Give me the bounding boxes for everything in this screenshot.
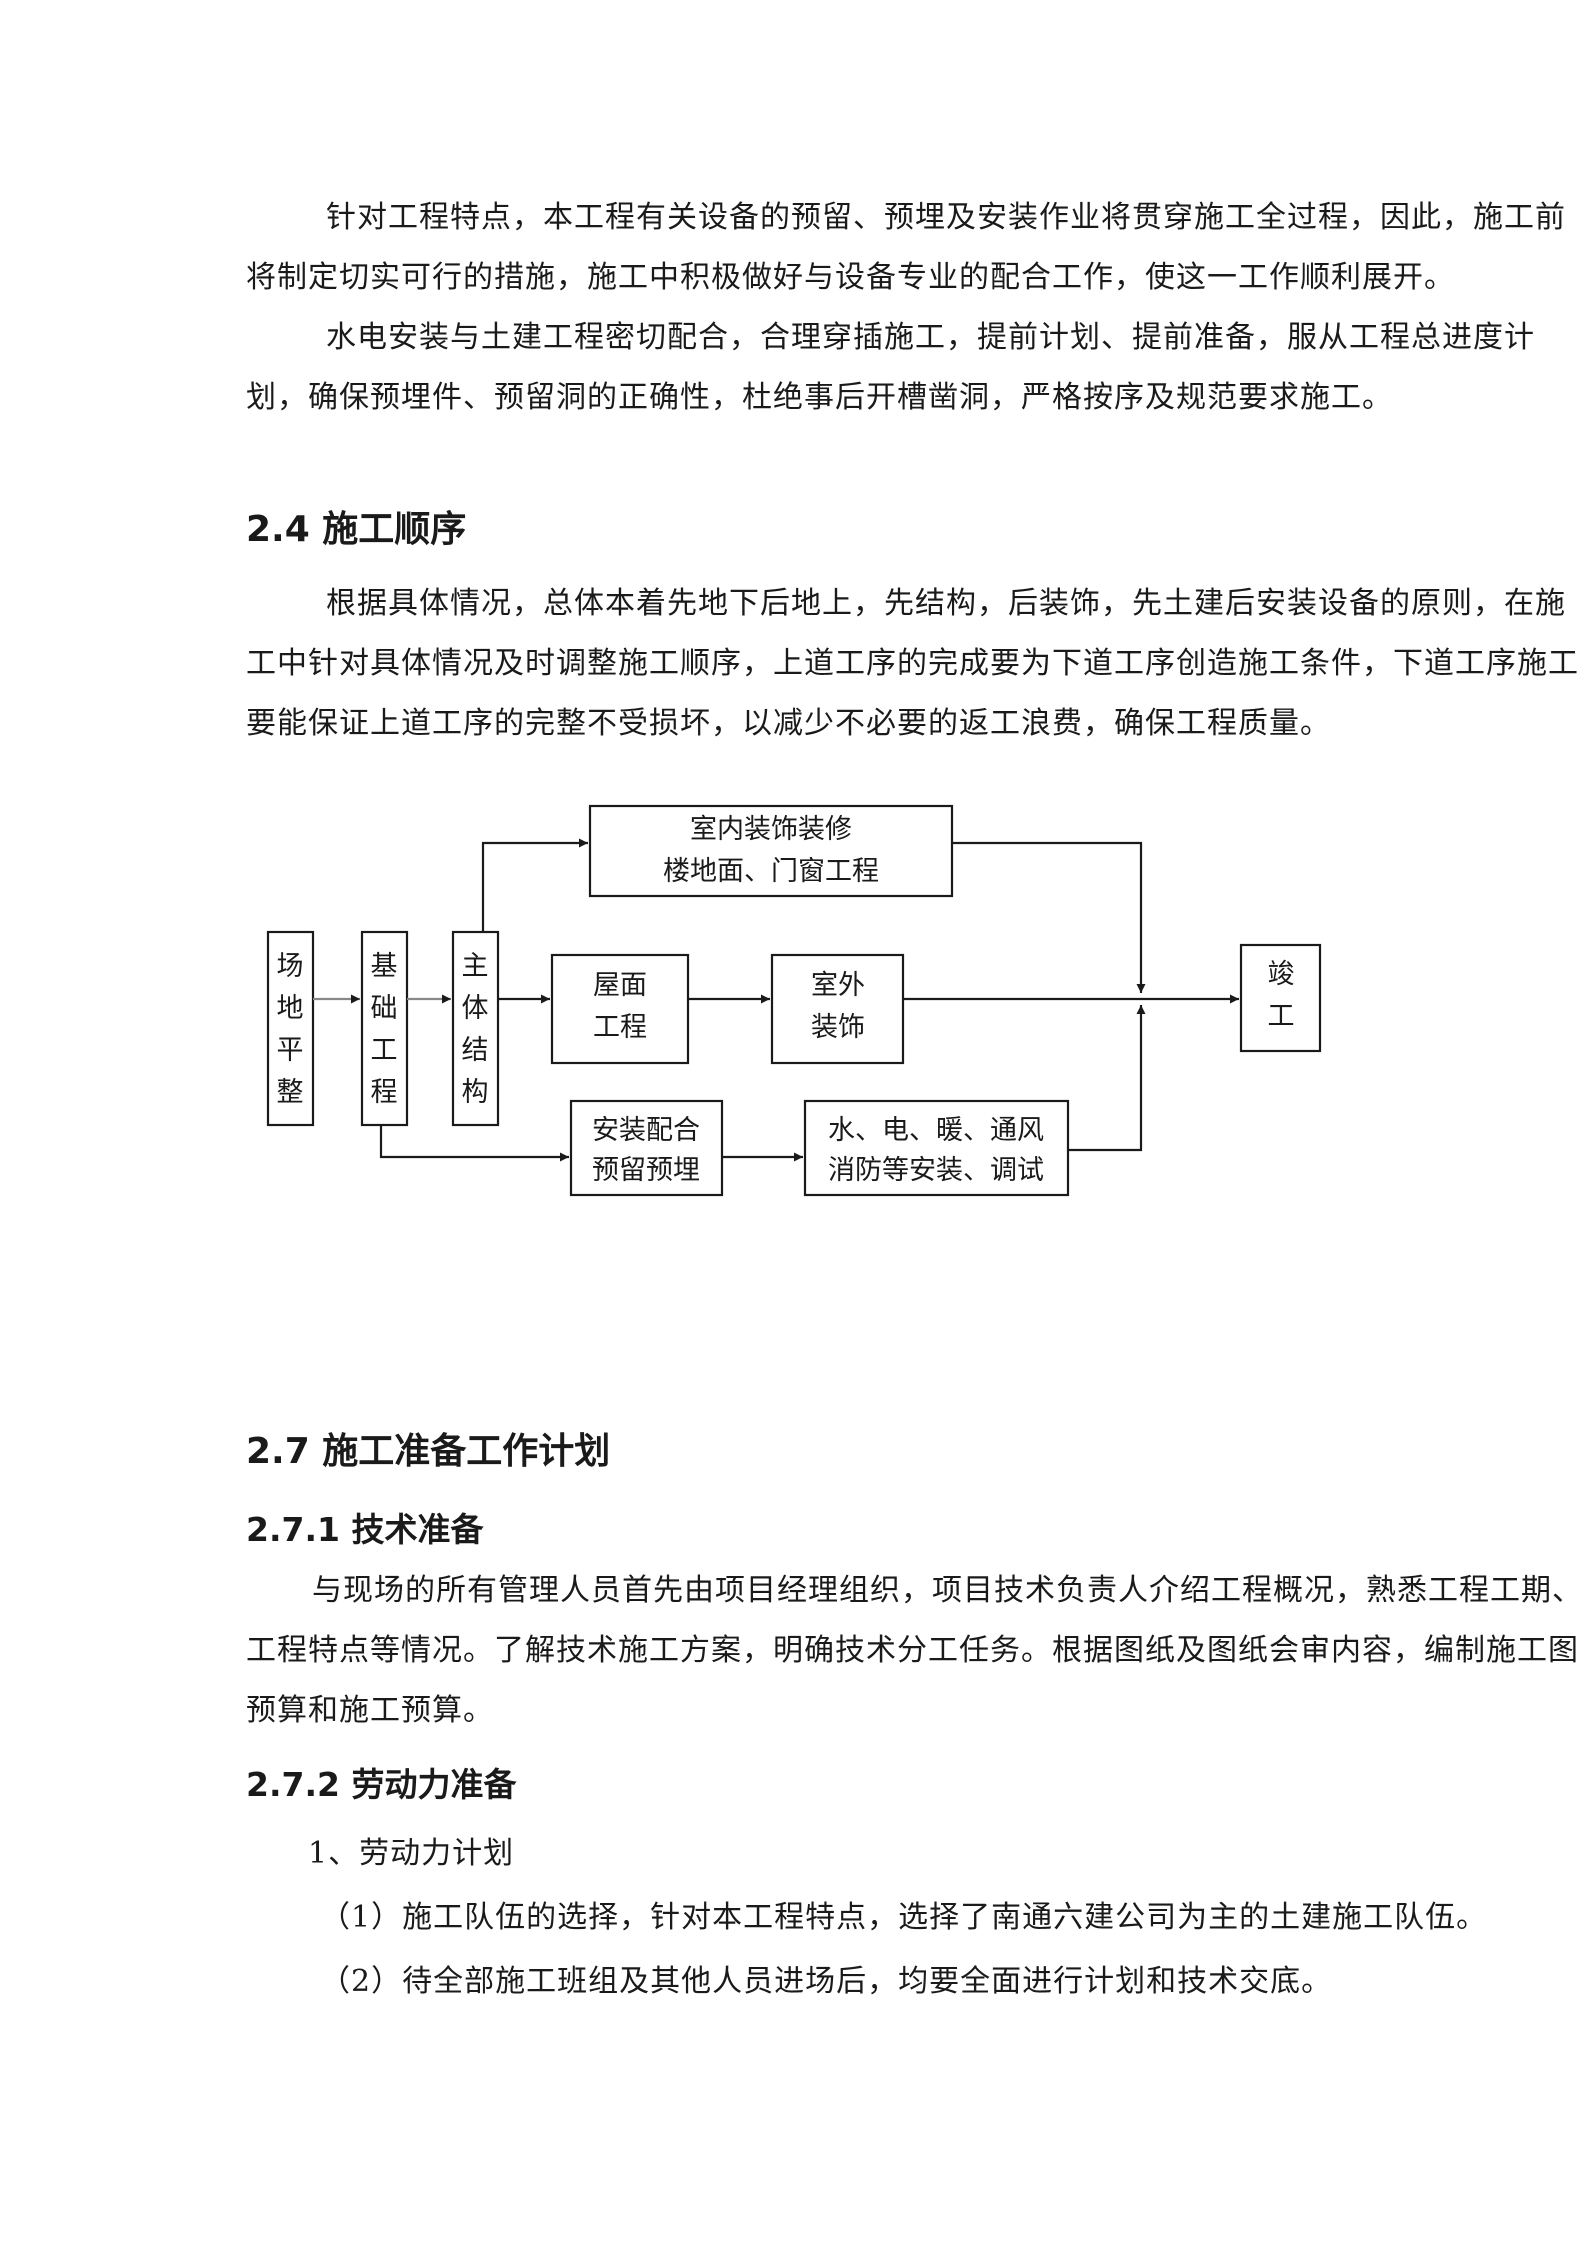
roof-label-1: 屋面 — [593, 970, 647, 1001]
section-2-4-heading: 2.4 施工顺序 — [246, 509, 467, 550]
arrow-main-to-interior — [481, 838, 588, 932]
section-2-7-2-heading: 2.7.2 劳动力准备 — [246, 1765, 517, 1804]
interior-label-2: 楼地面、门窗工程 — [663, 856, 879, 887]
site-leveling-label-4: 整 — [277, 1077, 304, 1108]
mep-install-box — [803, 1099, 1070, 1197]
intro-paragraph-1: 针对工程特点，本工程有关设备的预留、预埋及安装作业将贯穿施工全过程，因此，施工前… — [246, 200, 1566, 295]
main-structure-label-1: 主 — [462, 951, 489, 982]
install-embed-label-2: 预留预埋 — [592, 1155, 700, 1186]
mep-label-1: 水、电、暖、通风 — [828, 1115, 1044, 1146]
roof-box — [550, 953, 690, 1065]
main-structure-label-2: 体 — [462, 993, 489, 1024]
exterior-decoration-box — [770, 953, 905, 1065]
main-structure-box — [451, 930, 500, 1127]
section-2-7-1-heading: 2.7.1 技术准备 — [246, 1510, 484, 1549]
section-2-7-heading: 2.7 施工准备工作计划 — [246, 1431, 611, 1472]
arrow-interior-to-merge — [952, 841, 1146, 993]
mep-label-2: 消防等安装、调试 — [828, 1155, 1044, 1186]
install-embed-label-1: 安装配合 — [592, 1115, 700, 1146]
site-leveling-label-3: 平 — [277, 1035, 304, 1066]
arrow-foundation-to-install — [379, 1125, 569, 1162]
arrow-mep-to-merge — [1068, 1005, 1146, 1152]
main-structure-label-4: 构 — [462, 1077, 489, 1108]
site-leveling-label-1: 场 — [277, 951, 304, 982]
labor-item-2: （2）待全部施工班组及其他人员进场后，均要全面进行计划和技术交底。 — [320, 1964, 1333, 1999]
install-embed-box — [569, 1099, 724, 1197]
construction-sequence-flowchart: 场 地 平 整 基 础 工 程 主 体 结 构 室内装饰装修 楼地面、门窗工程 … — [266, 804, 1322, 1197]
section-2-4-paragraph: 根据具体情况，总体本着先地下后地上，先结构，后装饰，先土建后安装设备的原则，在施… — [246, 586, 1579, 741]
site-leveling-box — [266, 930, 315, 1127]
labor-item-1: （1）施工队伍的选择，针对本工程特点，选择了南通六建公司为主的土建施工队伍。 — [320, 1900, 1488, 1935]
completion-box — [1239, 943, 1322, 1053]
interior-label-1: 室内装饰装修 — [690, 814, 852, 845]
exterior-label-1: 室外 — [811, 970, 865, 1001]
completion-label-2: 工 — [1268, 1001, 1295, 1032]
section-2-7-1-paragraph: 与现场的所有管理人员首先由项目经理组织，项目技术负责人介绍工程概况，熟悉工程工期… — [246, 1573, 1583, 1728]
foundation-label-3: 工 — [371, 1035, 398, 1066]
foundation-box — [360, 930, 409, 1127]
labor-plan-item: 1、劳动力计划 — [308, 1836, 515, 1871]
main-structure-label-3: 结 — [462, 1035, 489, 1066]
exterior-label-2: 装饰 — [811, 1012, 865, 1043]
interior-decoration-box — [588, 804, 954, 898]
foundation-label-4: 程 — [371, 1077, 398, 1108]
roof-label-2: 工程 — [593, 1012, 647, 1043]
intro-paragraph-2: 水电安装与土建工程密切配合，合理穿插施工，提前计划、提前准备，服从工程总进度计划… — [246, 320, 1535, 415]
foundation-label-1: 基 — [371, 951, 398, 982]
site-leveling-label-2: 地 — [277, 993, 304, 1024]
completion-label-1: 竣 — [1268, 959, 1295, 990]
foundation-label-2: 础 — [371, 993, 398, 1024]
